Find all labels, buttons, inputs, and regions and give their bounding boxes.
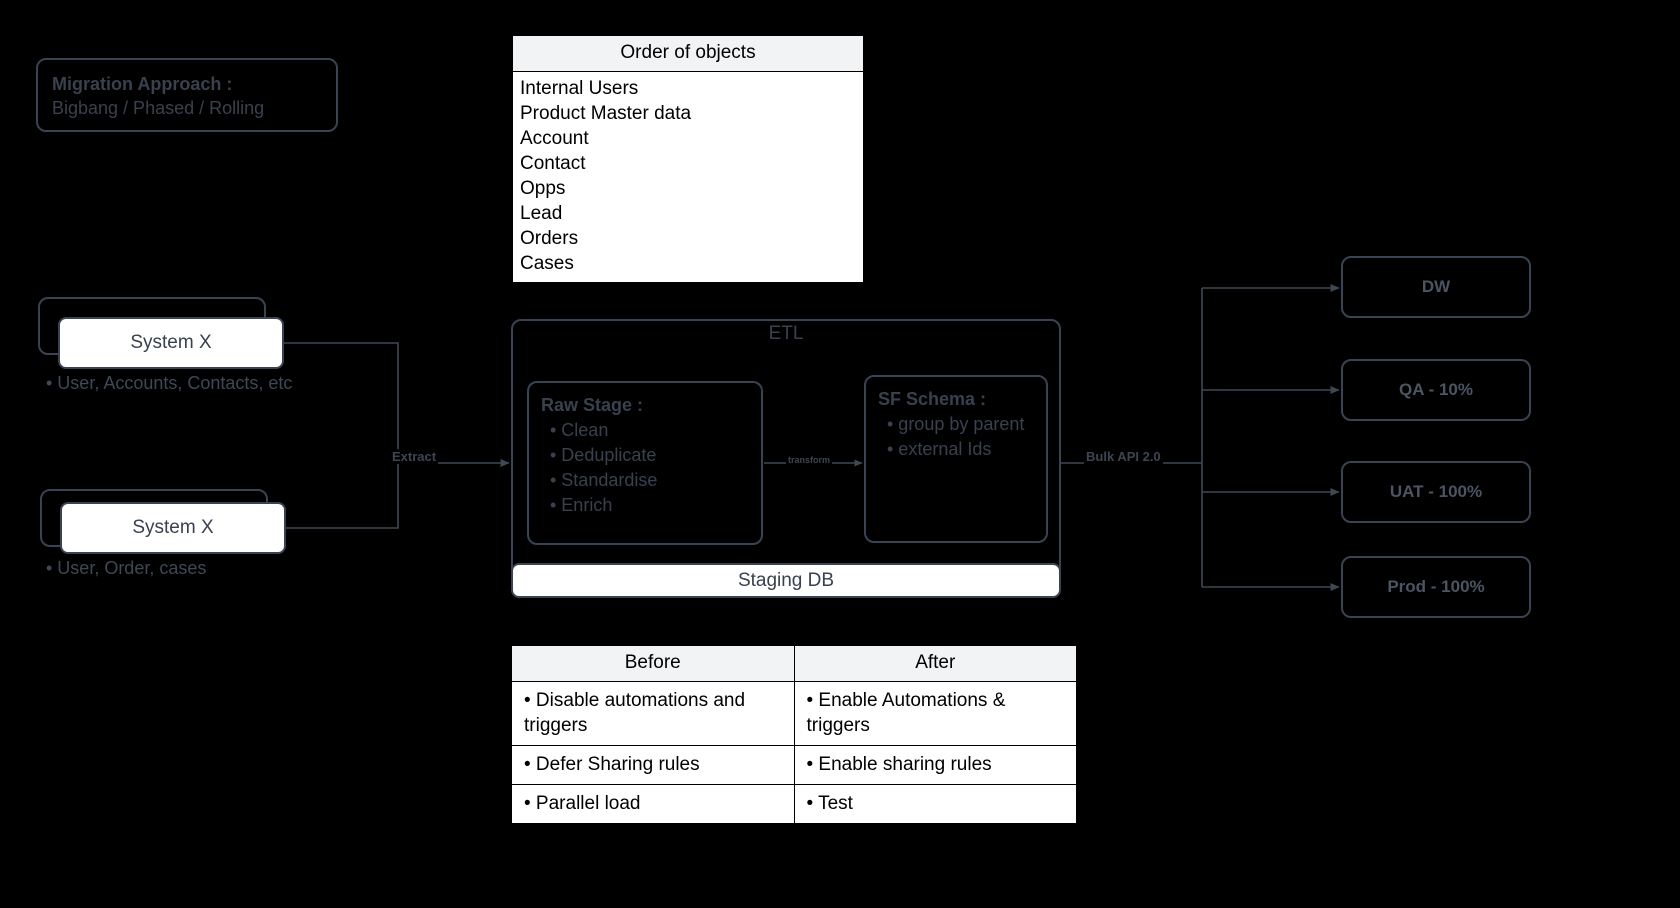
table-cell: • Enable Automations & triggers [793,681,1077,746]
table-cell: • Enable sharing rules [793,745,1077,785]
table-row: • Defer Sharing rules • Enable sharing r… [511,745,1077,785]
sf-schema-item: • group by parent [887,414,1025,434]
system-x-2-box: System X [60,502,286,554]
env-box-qa: QA - 10% [1341,359,1531,421]
raw-stage-item: • Clean [550,420,609,440]
order-of-objects-table: Order of objects Internal Users Product … [512,35,864,283]
sf-schema-title: SF Schema : [878,389,987,409]
system-x-1-box: System X [58,317,284,369]
table-cell: • Defer Sharing rules [511,745,795,785]
wire-system-x-1 [284,342,399,463]
sf-schema-item: • external Ids [887,439,992,459]
table-header-row: Before After [511,645,1077,682]
staging-db-box: Staging DB [511,563,1061,598]
migration-approach-box: Migration Approach : Bigbang / Phased / … [36,58,338,132]
raw-stage-item: • Enrich [550,495,613,515]
system-x-2-caption: • User, Order, cases [46,558,207,578]
table-cell: • Test [793,784,1077,824]
raw-stage-title: Raw Stage : [541,395,644,415]
wire-system-x-2 [286,463,399,529]
raw-stage-item: • Deduplicate [550,445,657,465]
etl-title: ETL [768,323,804,344]
table-cell: • Disable automations and triggers [511,681,795,746]
before-after-table: Before After • Disable automations and t… [511,645,1077,824]
list-item: Cases [520,253,574,274]
raw-stage-box: Raw Stage : • Clean • Deduplicate • Stan… [527,381,763,545]
order-of-objects-list: Internal Users Product Master data Accou… [513,72,863,282]
list-item: Contact [520,153,586,174]
column-header-after: After [793,645,1077,682]
table-row: • Parallel load • Test [511,784,1077,824]
list-item: Account [520,128,589,149]
migration-approach-title: Migration Approach : [52,74,233,94]
column-header-before: Before [511,645,795,682]
list-item: Internal Users [520,78,639,99]
order-of-objects-header: Order of objects [513,36,863,72]
list-item: Opps [520,178,566,199]
edge-label-transform: transform [786,455,833,465]
env-box-uat: UAT - 100% [1341,461,1531,523]
edge-label-bulk-api: Bulk API 2.0 [1084,449,1163,464]
system-x-1-caption: • User, Accounts, Contacts, etc [46,373,293,393]
env-box-prod: Prod - 100% [1341,556,1531,618]
migration-approach-subtitle: Bigbang / Phased / Rolling [52,98,265,118]
raw-stage-item: • Standardise [550,470,658,490]
list-item: Orders [520,228,579,249]
list-item: Lead [520,203,563,224]
table-row: • Disable automations and triggers • Ena… [511,681,1077,746]
list-item: Product Master data [520,103,692,124]
table-cell: • Parallel load [511,784,795,824]
edge-label-extract: Extract [390,449,439,464]
sf-schema-box: SF Schema : • group by parent • external… [864,375,1048,543]
env-box-dw: DW [1341,256,1531,318]
